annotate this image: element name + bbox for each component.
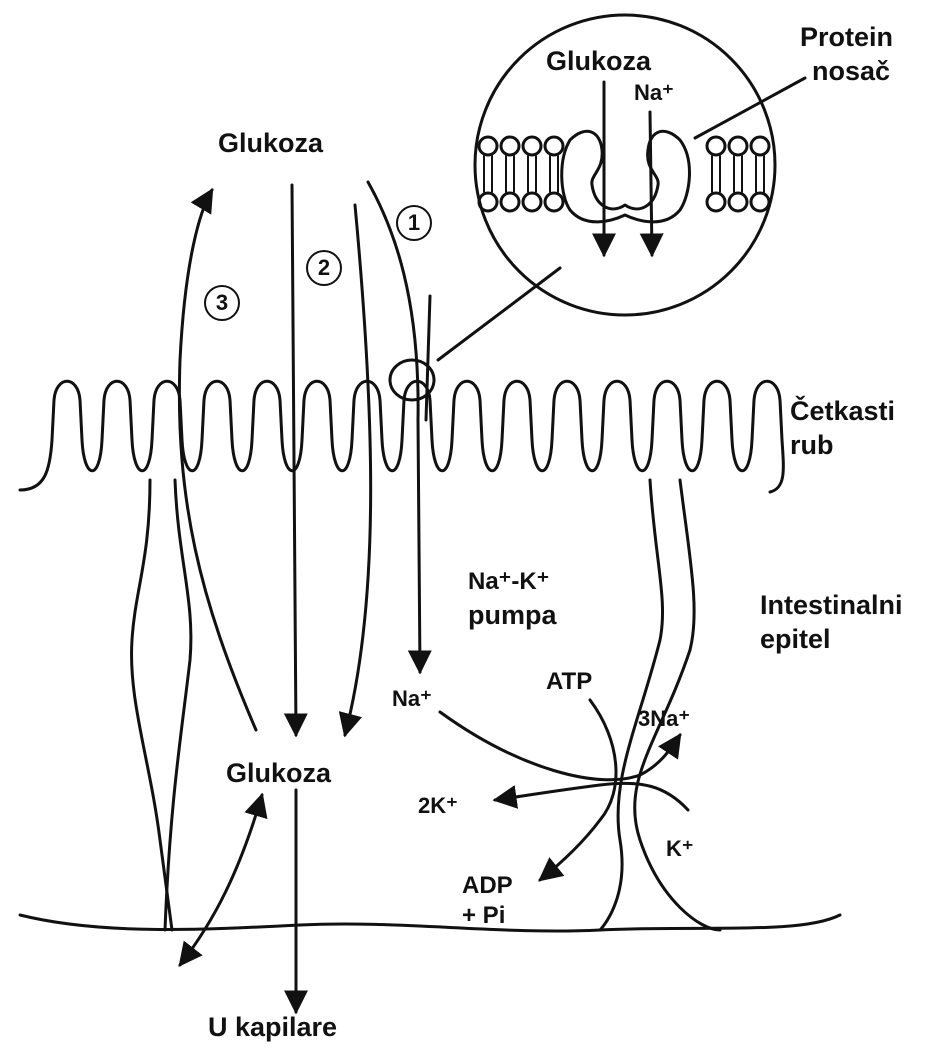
- inset-na-label: Na⁺: [634, 82, 674, 104]
- adp-label-line2: + Pi: [462, 904, 505, 928]
- lipid-bilayer-right: [707, 137, 769, 211]
- pathway-2b-arrow: [345, 205, 371, 735]
- basal-membrane: [20, 915, 840, 931]
- capillary-label: U kapilare: [208, 1014, 337, 1041]
- pathway-2-number: 2: [306, 250, 342, 286]
- cell-membrane-right-b: [635, 480, 720, 930]
- pump-label-line1: Na⁺-K⁺: [468, 570, 549, 594]
- glucose-lumen-label: Glukoza: [218, 130, 323, 157]
- protein-label-line2: nosač: [812, 58, 890, 85]
- cell-membrane-left: [132, 480, 172, 930]
- atp-label: ATP: [546, 670, 592, 694]
- pathway-1-arrow: [368, 182, 420, 672]
- protein-pointer-line: [695, 78, 805, 138]
- pathway-3-number: 3: [204, 285, 240, 321]
- pump-label-line2: pumpa: [468, 602, 557, 629]
- epithelium-label-line1: Intestinalni: [760, 592, 903, 619]
- k-label: K⁺: [666, 838, 694, 860]
- k-to-2k-arrow: [495, 783, 688, 810]
- inset-na-arrow: [650, 112, 652, 255]
- pathway-1-number: 1: [396, 205, 432, 241]
- atp-to-adp-arrow: [540, 700, 616, 880]
- glucose-cell-label: Glukoza: [226, 760, 331, 787]
- cell-membrane-left-b: [165, 480, 191, 930]
- pathway-2-arrow: [292, 185, 296, 735]
- na-cell-label: Na⁺: [392, 688, 432, 710]
- carrier-protein-shape: [562, 131, 690, 222]
- epithelium-label-line2: epitel: [760, 626, 831, 653]
- three-na-label: 3Na⁺: [638, 708, 690, 730]
- lipid-bilayer-left: [479, 137, 563, 211]
- protein-label-line1: Protein: [800, 24, 893, 51]
- glucose-exit-arrow: [180, 795, 262, 965]
- two-k-label: 2K⁺: [418, 795, 458, 817]
- adp-label-line1: ADP: [462, 874, 513, 898]
- cell-membrane-right: [600, 480, 663, 930]
- inset-glucose-label: Glukoza: [546, 48, 651, 75]
- brush-border-label-line1: Četkasti: [790, 398, 895, 425]
- brush-border-label-line2: rub: [790, 432, 834, 459]
